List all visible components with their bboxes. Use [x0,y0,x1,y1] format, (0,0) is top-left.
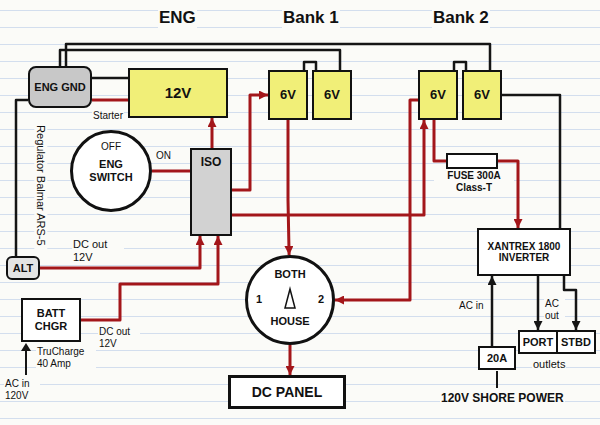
breaker-label: 20A [487,352,507,365]
negative-cable [92,77,128,80]
battery-voltage: 6V [324,88,340,103]
engine-switch: OFFENG SWITCHON [70,130,152,212]
positive-cable [152,170,190,173]
wire-note: Starter [92,110,124,122]
switch-label: BOTH [245,268,335,281]
isolator-box: ISO [190,148,232,236]
battery-charger: BATT CHGR [21,298,81,342]
panel-label: DC PANEL [252,384,323,400]
negative-cable [491,276,494,346]
source-note: 120V SHORE POWER [440,392,565,406]
isolator-label: ISO [201,156,222,170]
group-heading: ENG [158,8,197,28]
wire-note: AC in [458,300,490,312]
inverter-label: XANTREX 1800 INVERTER [482,241,566,264]
switch-label: OFF [70,141,152,153]
positive-cable [40,236,200,268]
alternator-label: ALT [13,262,34,275]
negative-cable [564,276,576,330]
battery-box: 6V [268,70,308,120]
switch-label: ON [155,150,172,162]
wire-note: DC out 12V [98,326,140,349]
battery-voltage: 6V [430,88,446,103]
battery-voltage: 6V [474,88,490,103]
group-heading: Bank 1 [282,8,340,28]
breaker-box: 20A [478,346,516,370]
negative-cable [16,100,28,256]
switch-label: 2 [318,293,324,306]
battery-box: 12V [128,68,228,118]
positive-cable [335,100,418,300]
wire-note: DC out 12V [72,238,124,263]
switch-label: HOUSE [245,315,335,328]
battery-selector-switch: BOTH 1 2HOUSE [245,255,335,345]
positive-cable [289,345,292,375]
fuse-label: FUSE 300A Class-T [434,170,514,193]
positive-cable [232,95,268,190]
battery-voltage: 12V [165,84,192,101]
positive-cable [232,120,424,215]
battery-box: 6V [418,70,458,120]
negative-cable [304,62,316,70]
wire-note: AC out [544,298,565,321]
negative-cable [66,44,490,70]
positive-cable [288,120,289,255]
engine-ground-block: ENG GND [28,66,92,108]
battery-voltage: 6V [280,88,296,103]
battery-box: 6V [312,70,352,120]
positive-cable [211,118,214,148]
shore-power-line [496,371,498,388]
switch-knob [285,289,295,308]
dc-panel: DC PANEL [228,375,346,409]
ac-feed-arrowhead [21,343,31,351]
outlet-box: STBD [556,330,596,354]
battery-box: 6V [462,70,502,120]
positive-cable [92,99,128,102]
model-note: TruCharge 40 Amp [36,346,96,369]
outlet-box: PORT [518,330,559,354]
negative-cable [537,276,540,330]
inverter: XANTREX 1800 INVERTER [477,228,571,276]
wire-note: AC in 120V [4,378,40,401]
regulator-note: Regulator Balmar ARS-5 [35,119,48,251]
switch-label: ENG SWITCH [81,158,141,183]
fuse: FUSE 300A Class-T [446,153,498,169]
outlet-label: STBD [561,336,591,349]
group-heading: Bank 2 [432,8,490,28]
outlet-label: PORT [523,336,554,349]
negative-cable [454,62,466,70]
alternator: ALT [6,256,40,280]
positive-cable [434,120,446,161]
ac-feed-line [25,350,27,375]
switch-label: 1 [256,293,262,306]
engine-label: ENG GND [34,81,85,94]
charger-label: BATT CHGR [26,307,76,332]
negative-cable [60,50,340,70]
group-note: outlets [532,358,566,371]
